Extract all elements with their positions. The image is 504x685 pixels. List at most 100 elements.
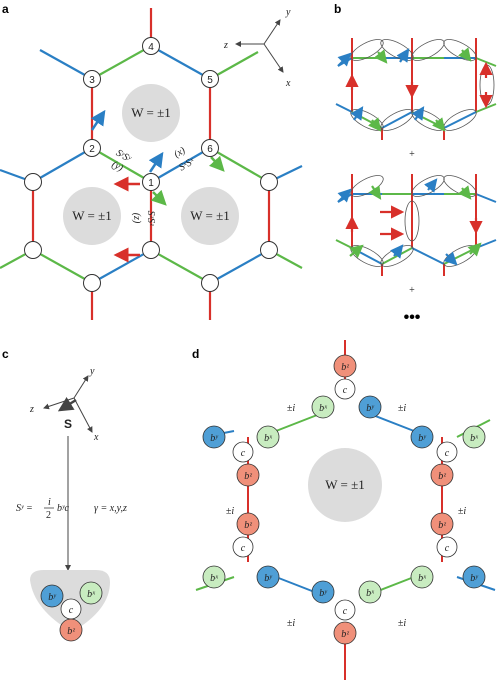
svg-text:(x): (x) xyxy=(172,145,188,160)
axis-x-label: x xyxy=(285,78,291,89)
svg-text:bʸ: bʸ xyxy=(418,433,426,444)
svg-text:bʸ: bʸ xyxy=(264,573,272,584)
spin-symbol: S xyxy=(64,417,72,431)
majorana-bz xyxy=(236,463,260,487)
pm-i-label: ±i xyxy=(287,618,295,629)
svg-text:bᶻ: bᶻ xyxy=(438,520,446,531)
svg-text:bʸ: bʸ xyxy=(366,403,374,414)
site-number: 1 xyxy=(148,178,154,189)
svg-text:bʸ: bʸ xyxy=(470,573,478,584)
majorana-bz xyxy=(333,621,357,645)
x-bond xyxy=(32,249,93,284)
majorana-bx xyxy=(256,425,280,449)
majorana-bz xyxy=(59,618,83,642)
svg-text:bˣ: bˣ xyxy=(87,589,96,600)
site xyxy=(24,241,42,259)
majorana-c xyxy=(436,441,458,463)
svg-text:bᶻ: bᶻ xyxy=(244,520,252,531)
x-bond xyxy=(91,45,152,80)
svg-text:bʸ: bʸ xyxy=(319,588,327,599)
majorana-bx xyxy=(311,395,335,419)
panel-a-label: a xyxy=(2,2,9,16)
svg-text:bˣ: bˣ xyxy=(264,433,273,444)
plus-sign: + xyxy=(409,149,415,160)
y-bond-label: SʸSʸ (y) xyxy=(110,148,133,175)
panel-c: c y z x S Sʸ = i 2 bʸc γ = x,y,z c bʸ bˣ… xyxy=(2,347,127,642)
svg-text:bˣ: bˣ xyxy=(418,573,427,584)
svg-text:SᶻSᶻ: SᶻSᶻ xyxy=(145,211,156,226)
pm-i-label: ±i xyxy=(398,403,406,414)
x-bond xyxy=(150,249,211,284)
panel-d: d W = ±1 xyxy=(192,340,496,680)
site-2 xyxy=(83,139,101,157)
majorana-c xyxy=(436,536,458,558)
svg-text:c: c xyxy=(241,543,246,554)
spin-vector xyxy=(57,397,77,412)
majorana-bx xyxy=(462,425,486,449)
panel-b-label: b xyxy=(334,2,341,16)
panel-a-sites xyxy=(24,37,278,292)
x-bond xyxy=(209,147,270,183)
majorana-bx xyxy=(202,565,226,589)
spin-arrow xyxy=(148,151,164,173)
pm-i-label: ±i xyxy=(398,618,406,629)
plaquette-label: W = ±1 xyxy=(72,208,112,223)
ellipsis: ••• xyxy=(404,309,421,326)
axis-y-label: y xyxy=(89,366,95,377)
svg-text:c: c xyxy=(445,448,450,459)
z-bond-label: SᶻSᶻ (z) xyxy=(131,211,156,226)
majorana-by xyxy=(256,565,280,589)
panel-b-lattice-2 xyxy=(335,174,497,276)
svg-text:c: c xyxy=(241,448,246,459)
axis-z-label: z xyxy=(223,40,228,51)
majorana-by xyxy=(358,395,382,419)
majorana-by xyxy=(462,565,486,589)
svg-text:bᶻ: bᶻ xyxy=(438,471,446,482)
pm-i-label: ±i xyxy=(287,403,295,414)
svg-text:bᶻ: bᶻ xyxy=(67,626,75,637)
x-bond xyxy=(209,51,259,80)
site xyxy=(83,274,101,292)
plaquette-label: W = ±1 xyxy=(190,208,230,223)
svg-text:bᶻ: bᶻ xyxy=(244,471,252,482)
site xyxy=(24,173,42,191)
site-4 xyxy=(142,37,160,55)
site-3 xyxy=(83,70,101,88)
axis-y-label: y xyxy=(285,7,291,18)
svg-text:bʸ: bʸ xyxy=(210,433,218,444)
majorana-by xyxy=(40,584,64,608)
plaquette-label: W = ±1 xyxy=(131,105,171,120)
site xyxy=(201,274,219,292)
majorana-c xyxy=(334,599,356,621)
majorana-bz xyxy=(333,354,357,378)
y-bond xyxy=(209,249,270,284)
pm-i-label: ±i xyxy=(226,506,234,517)
spin-arrow xyxy=(209,155,225,172)
svg-text:bᶻ: bᶻ xyxy=(341,362,349,373)
majorana-bx xyxy=(410,565,434,589)
panel-b-lattice-1 xyxy=(335,38,497,140)
plaquette-label: W = ±1 xyxy=(325,477,365,492)
majorana-bx xyxy=(358,580,382,604)
site xyxy=(260,173,278,191)
site-6 xyxy=(201,139,219,157)
svg-text:(z): (z) xyxy=(131,213,142,224)
svg-text:bʸ: bʸ xyxy=(48,592,56,603)
site-number: 4 xyxy=(148,42,154,53)
svg-text:bˣ: bˣ xyxy=(210,573,219,584)
formula-frac-num: i xyxy=(48,497,51,508)
svg-text:c: c xyxy=(69,605,74,616)
majorana-bz xyxy=(430,512,454,536)
axis-z-label: z xyxy=(29,404,34,415)
plaquette-right xyxy=(181,187,239,245)
majorana-by xyxy=(410,425,434,449)
formula-right: bʸc xyxy=(57,503,70,514)
y-bond xyxy=(150,45,211,80)
svg-text:bᶻ: bᶻ xyxy=(341,629,349,640)
plaquette-left xyxy=(63,187,121,245)
formula-left: Sʸ = xyxy=(16,503,33,514)
x-bond xyxy=(91,147,152,183)
panel-d-majoranas xyxy=(202,354,486,645)
pm-i-label: ±i xyxy=(458,506,466,517)
